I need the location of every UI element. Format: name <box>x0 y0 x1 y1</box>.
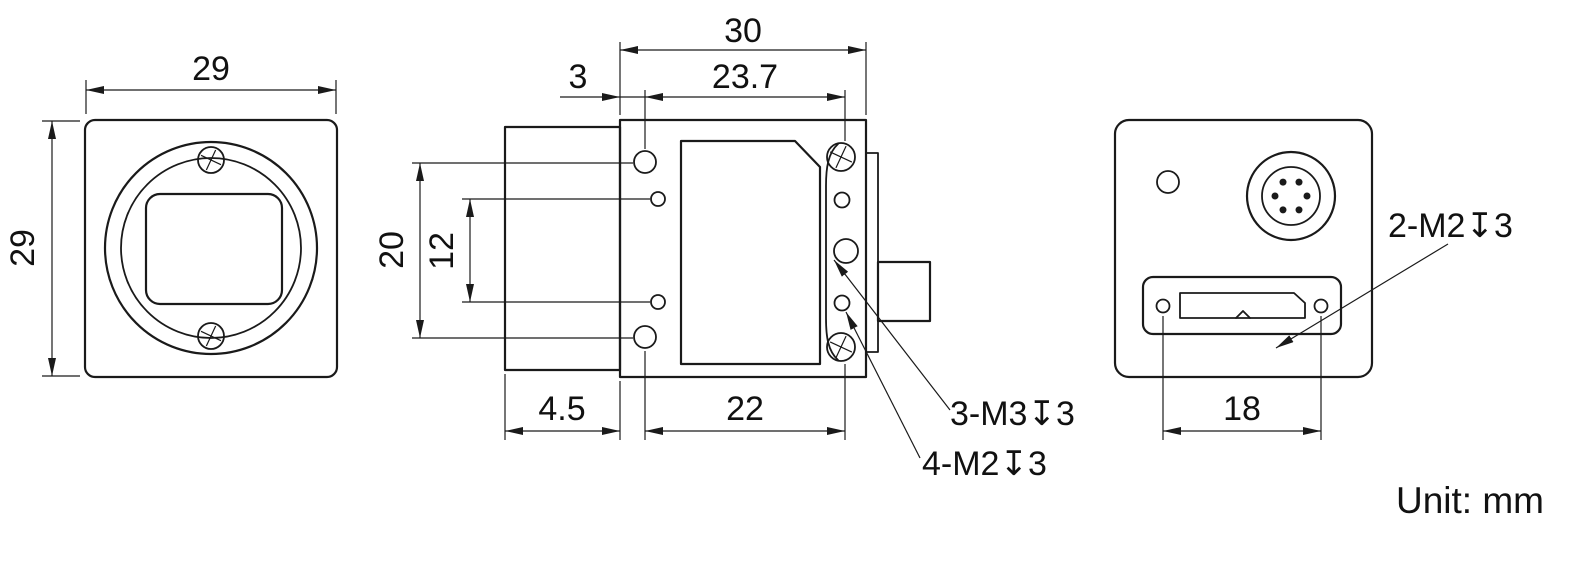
side-bottom-pitch-label: 22 <box>726 390 764 428</box>
rear-screw-top <box>826 142 856 172</box>
side-lens-protrusion-label: 4.5 <box>538 390 585 428</box>
mount-hole-bottom <box>633 325 657 349</box>
front-height-dimension: 29 <box>4 120 80 377</box>
usb-screw-hole-left <box>1155 298 1171 314</box>
rear-callout-m2-label: 2-M2↧3 <box>1388 207 1513 245</box>
side-callout-m3: 3-M3↧3 <box>833 259 1075 433</box>
rear-screw-bottom <box>826 332 856 362</box>
rear-body-outline <box>1113 118 1374 379</box>
side-hole-pitch-inner-label: 12 <box>423 232 461 270</box>
side-lens-protrusion-dimension: 4.5 <box>504 374 621 440</box>
side-body-depth-label: 23.7 <box>712 58 778 96</box>
rear-callout-m2: 2-M2↧3 <box>1275 207 1513 349</box>
screw-head-top <box>197 146 225 174</box>
side-callout-m2-label: 4-M2↧3 <box>922 445 1047 483</box>
side-view: 30 3 23.7 20 12 <box>373 12 1075 483</box>
side-callout-m2: 4-M2↧3 <box>845 311 1047 483</box>
lens-mount-inner-circle <box>120 157 302 339</box>
usb-screw-hole-right <box>1313 298 1329 314</box>
front-body-outline <box>83 118 339 379</box>
lens-mount-outer-circle <box>103 140 319 356</box>
side-hole-m2-top <box>833 191 851 209</box>
rear-screw-pitch-dimension: 18 <box>1162 316 1322 440</box>
side-hole-pitch-outer-label: 20 <box>373 231 411 269</box>
usb-connector <box>1141 275 1343 336</box>
screw-head-bottom <box>197 322 225 350</box>
mount-hole-small-bottom <box>650 294 666 310</box>
side-body-depth-dimension: 23.7 <box>644 58 846 149</box>
rear-screw-pitch-label: 18 <box>1223 390 1261 428</box>
power-io-connector <box>1245 150 1337 242</box>
side-bottom-pitch-dimension: 22 <box>644 351 846 440</box>
led-indicator-hole <box>1156 170 1180 194</box>
rear-connector-stub <box>876 260 932 323</box>
front-view: 29 29 <box>4 50 339 379</box>
side-callout-m3-label: 3-M3↧3 <box>950 395 1075 433</box>
mount-hole-top <box>633 150 657 174</box>
usb-slot-notch <box>1235 310 1251 319</box>
rear-boss-contour <box>825 143 839 361</box>
front-width-dimension: 29 <box>85 50 337 114</box>
side-total-depth-dimension: 30 <box>619 12 867 115</box>
usb-port-slot <box>1179 292 1306 319</box>
mount-hole-small-top <box>650 191 666 207</box>
side-offset-dimension: 3 <box>560 58 645 101</box>
body-center-panel <box>679 139 822 366</box>
sensor-window <box>144 192 284 306</box>
side-hole-m2-bottom <box>833 294 851 312</box>
rear-view: 18 2-M2↧3 <box>1113 118 1513 440</box>
side-offset-label: 3 <box>569 58 588 96</box>
unit-label: Unit: mm <box>1396 480 1544 521</box>
side-hole-pitch-inner-dimension: 12 <box>423 198 650 303</box>
side-hole-pitch-outer-dimension: 20 <box>373 162 633 339</box>
front-width-dim-label: 29 <box>192 50 230 88</box>
front-height-dim-label: 29 <box>4 229 42 267</box>
side-total-depth-label: 30 <box>724 12 762 50</box>
rear-plate <box>865 152 879 353</box>
side-hole-m3-mid <box>833 238 859 264</box>
